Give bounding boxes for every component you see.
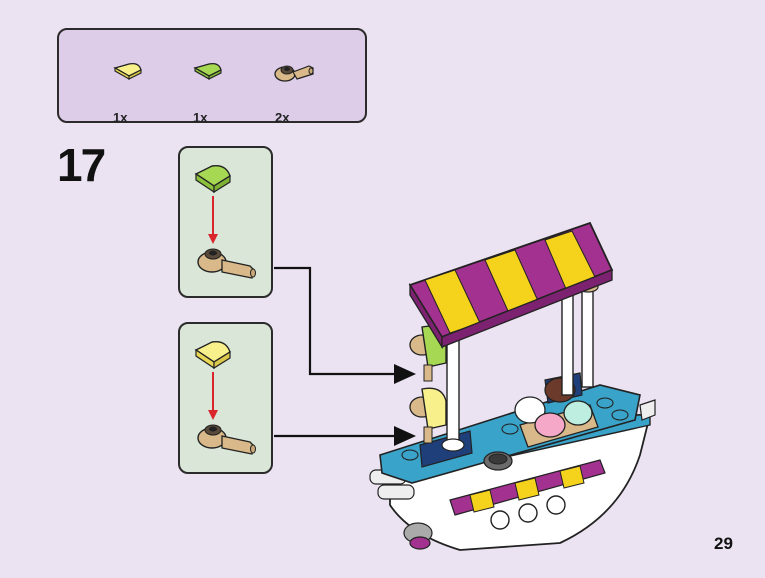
step-number: 17: [57, 139, 106, 191]
parts-list-qty: 1x: [193, 110, 208, 125]
parts-list-item-tan-clip: 2x: [269, 58, 319, 125]
parts-list-qty: 1x: [113, 110, 128, 125]
parts-list-item-green-tile: 1x: [191, 58, 241, 125]
yellow-quarter-tile-icon: [113, 62, 142, 80]
parts-list-qty: 2x: [275, 110, 290, 125]
green-quarter-tile-icon: [194, 165, 231, 194]
tan-clip-bar-icon: [197, 248, 256, 279]
tan-clip-bar-icon: [197, 424, 256, 455]
arrow-head-icon: [394, 364, 416, 384]
subassembly-panel-green: [178, 146, 273, 298]
page-number: 29: [714, 534, 733, 553]
yellow-quarter-tile-icon: [194, 341, 231, 370]
parts-list-panel: 1x 1x 2x: [57, 28, 367, 125]
green-quarter-tile-icon: [193, 62, 222, 80]
parts-list-item-yellow-tile: 1x: [111, 58, 161, 125]
food-cart-model: [369, 221, 656, 551]
subassembly-panel-yellow: [178, 322, 273, 474]
arrow-head-icon: [394, 426, 416, 446]
tan-clip-bar-icon: [274, 65, 314, 82]
down-arrow-icon: [208, 372, 218, 420]
down-arrow-icon: [208, 196, 218, 244]
